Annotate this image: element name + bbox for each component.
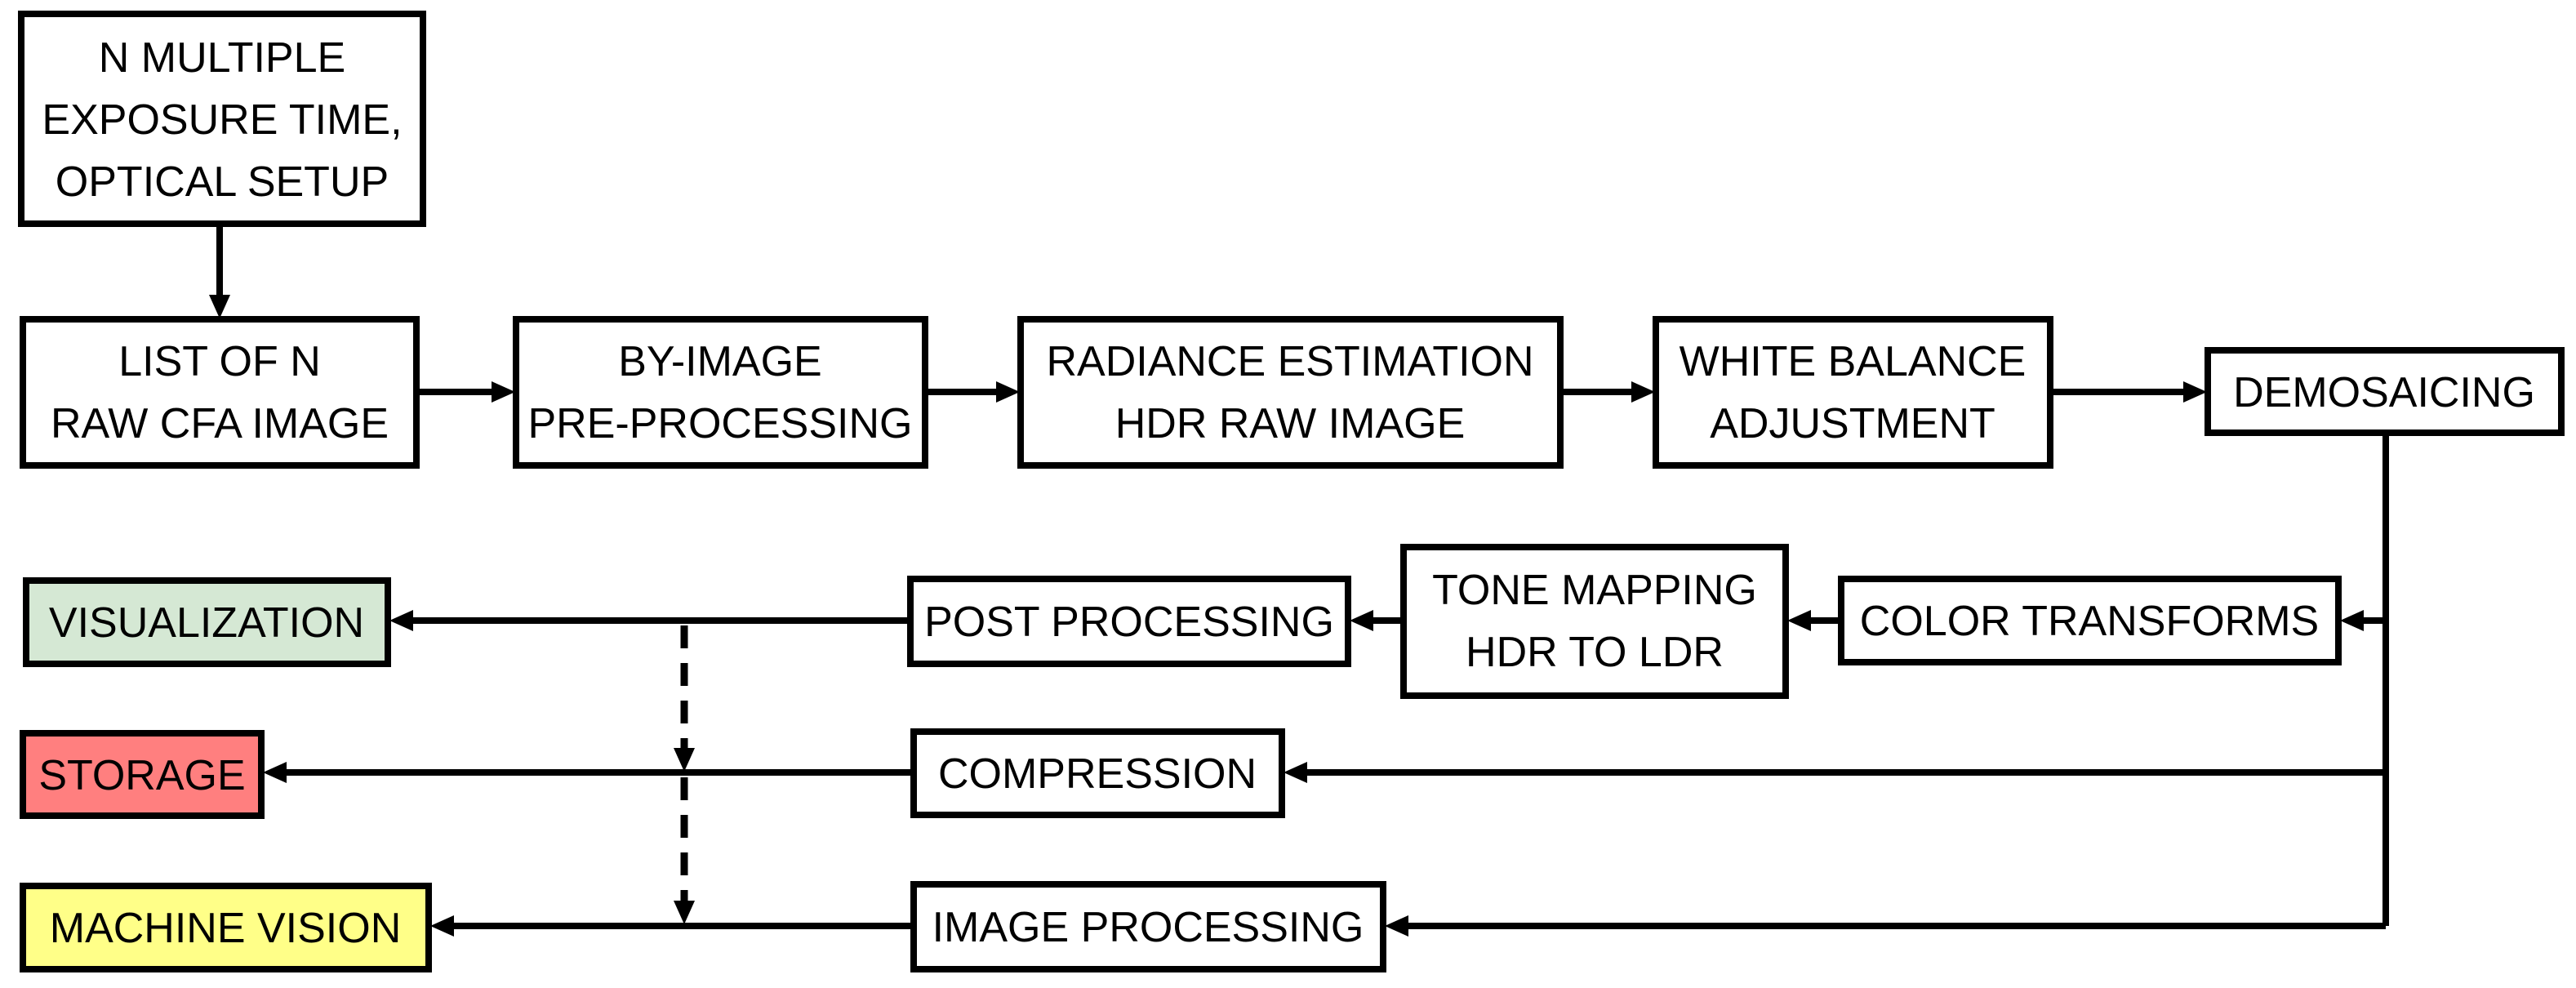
box-input-setup-line-3: OPTICAL SETUP [56, 158, 389, 206]
box-machine-vision-line-1: MACHINE VISION [50, 905, 402, 952]
box-white-balance: WHITE BALANCE ADJUSTMENT [1653, 316, 2053, 469]
box-demosaicing-frame [2205, 347, 2565, 436]
box-preprocessing-line-1: BY-IMAGE [618, 338, 822, 385]
box-visualization-frame [23, 577, 391, 667]
box-post-processing-line-1: POST PROCESSING [924, 599, 1334, 646]
box-visualization-line-1: VISUALIZATION [49, 599, 364, 647]
box-tone-mapping-frame [1400, 544, 1789, 699]
connector-demosaicing-to-compression [1284, 762, 2386, 783]
box-tone-mapping: TONE MAPPING HDR TO LDR [1400, 544, 1789, 699]
box-machine-vision-frame [20, 883, 432, 972]
connectors [209, 225, 2389, 937]
box-raw-images: LIST OF N RAW CFA IMAGE [20, 316, 420, 469]
box-storage: STORAGE [20, 730, 265, 819]
connector-white-balance-to-demosaicing [2052, 381, 2207, 403]
connector-dashed-to-machine-vision [674, 777, 695, 924]
box-input-setup-frame [18, 11, 426, 227]
box-image-processing: IMAGE PROCESSING [910, 881, 1386, 972]
connector-compression-to-storage [263, 762, 912, 783]
box-raw-images-line-1: LIST OF N [118, 338, 321, 385]
box-demosaicing-line-1: DEMOSAICING [2233, 369, 2535, 416]
box-post-processing-frame [907, 576, 1351, 667]
box-compression-line-1: COMPRESSION [938, 750, 1257, 798]
connector-color-transforms-to-tone-mapping [1787, 610, 1840, 631]
box-demosaicing: DEMOSAICING [2205, 347, 2565, 436]
box-raw-images-line-2: RAW CFA IMAGE [51, 400, 389, 447]
connector-radiance-to-white-balance [1562, 381, 1655, 403]
connector-image-processing-to-machine-vision [430, 915, 912, 937]
box-image-processing-frame [910, 881, 1386, 972]
box-input-setup-line-2: EXPOSURE TIME, [42, 96, 402, 144]
box-input-setup-line-1: N MULTIPLE [99, 34, 345, 82]
connector-preprocessing-to-radiance [927, 381, 1020, 403]
box-color-transforms-frame [1838, 576, 2342, 665]
box-storage-frame [20, 730, 265, 819]
box-white-balance-frame [1653, 316, 2053, 469]
box-input-setup: N MULTIPLE EXPOSURE TIME, OPTICAL SETUP [18, 11, 426, 227]
box-machine-vision: MACHINE VISION [20, 883, 432, 972]
connector-post-processing-to-visualization [389, 610, 909, 631]
connector-demosaicing-to-color-transforms [2340, 610, 2386, 631]
box-compression: COMPRESSION [910, 728, 1285, 818]
box-color-transforms: COLOR TRANSFORMS [1838, 576, 2342, 665]
box-post-processing: POST PROCESSING [907, 576, 1351, 667]
box-storage-line-1: STORAGE [38, 752, 245, 799]
box-radiance-line-1: RADIANCE ESTIMATION [1046, 338, 1533, 385]
connector-demosaicing-to-image-processing [1385, 915, 2386, 937]
connector-tone-mapping-to-post-processing [1350, 610, 1402, 631]
box-white-balance-line-2: ADJUSTMENT [1710, 400, 1995, 447]
box-radiance-frame [1017, 316, 1564, 469]
box-radiance-estimation: RADIANCE ESTIMATION HDR RAW IMAGE [1017, 316, 1564, 469]
box-image-processing-line-1: IMAGE PROCESSING [932, 904, 1364, 951]
box-visualization: VISUALIZATION [23, 577, 391, 667]
connector-dashed-to-storage [674, 625, 695, 772]
box-tone-mapping-line-1: TONE MAPPING [1432, 567, 1757, 614]
box-preprocessing-line-2: PRE-PROCESSING [528, 400, 913, 447]
box-tone-mapping-line-2: HDR TO LDR [1466, 629, 1724, 676]
connector-raw-to-preprocessing [418, 381, 515, 403]
box-raw-images-frame [20, 316, 420, 469]
box-preprocessing-frame [513, 316, 928, 469]
box-compression-frame [910, 728, 1285, 818]
box-radiance-line-2: HDR RAW IMAGE [1115, 400, 1466, 447]
connector-setup-to-raw [209, 225, 230, 318]
box-white-balance-line-1: WHITE BALANCE [1680, 338, 2027, 385]
box-color-transforms-line-1: COLOR TRANSFORMS [1860, 598, 2319, 645]
box-preprocessing: BY-IMAGE PRE-PROCESSING [513, 316, 928, 469]
